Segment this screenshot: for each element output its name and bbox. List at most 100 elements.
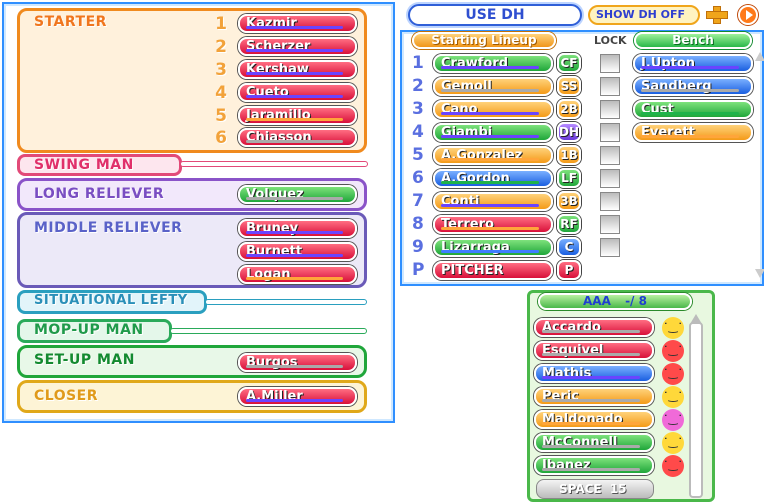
starter-player-3[interactable]: Kershaw (238, 60, 357, 79)
player-bar (542, 422, 640, 425)
lineup-num: 7 (412, 191, 424, 211)
starter-num: 1 (215, 14, 227, 34)
player-bar (641, 66, 739, 69)
space-value: 15 (609, 482, 627, 496)
starter-num: 2 (215, 37, 227, 57)
lineup-player-8[interactable]: Terrero (433, 215, 553, 234)
mop-up-man-label: MOP-UP MAN (34, 322, 144, 338)
player-bar (441, 181, 539, 184)
lineup-player-5[interactable]: A.Gonzalez (433, 146, 553, 165)
lineup-player-3[interactable]: Cano (433, 100, 553, 119)
player-bar (441, 158, 539, 161)
aaa-player-2[interactable]: Esquivel (534, 341, 654, 360)
position-badge[interactable]: 1B (557, 145, 581, 165)
aaa-count: -/ 8 (625, 294, 647, 308)
bench-player-2[interactable]: Sandberg (633, 77, 753, 96)
position-badge[interactable]: C (557, 237, 581, 257)
lock-checkbox[interactable] (600, 54, 620, 73)
arrow-right-icon[interactable] (738, 5, 758, 25)
pitcher-num: P (412, 260, 425, 280)
position-badge[interactable]: 3B (557, 191, 581, 211)
player-bar (542, 468, 640, 471)
player-bar (641, 112, 739, 115)
aaa-player-3[interactable]: Mathis (534, 364, 654, 383)
position-badge[interactable]: SS (557, 76, 581, 96)
player-bar (246, 95, 343, 98)
lock-checkbox[interactable] (600, 238, 620, 257)
player-bar (441, 204, 539, 207)
starter-player-1[interactable]: Kazmir (238, 14, 357, 33)
player-bar (542, 445, 640, 448)
player-bar (246, 365, 343, 368)
aaa-scrollbar[interactable] (689, 322, 703, 498)
use-dh-button[interactable]: USE DH (408, 4, 582, 26)
starter-num: 6 (215, 128, 227, 148)
bench-player-4[interactable]: Everett (633, 123, 753, 142)
lock-checkbox[interactable] (600, 77, 620, 96)
lock-checkbox[interactable] (600, 192, 620, 211)
starter-num: 4 (215, 83, 227, 103)
player-bar (246, 277, 343, 280)
dpad-icon (706, 6, 728, 24)
lineup-player-2[interactable]: Gemoll (433, 77, 553, 96)
space-label: SPACE (559, 482, 602, 496)
position-badge[interactable]: P (557, 260, 581, 280)
closer-player[interactable]: A.Miller (238, 387, 357, 406)
situational-lefty-label: SITUATIONAL LEFTY (34, 293, 188, 308)
middle-reliever-player-1[interactable]: Bruney (238, 219, 357, 238)
bench-scroll-down-icon[interactable] (755, 269, 764, 278)
middle-reliever-player-2[interactable]: Burnett (238, 242, 357, 261)
lock-checkbox[interactable] (600, 215, 620, 234)
lineup-player-6[interactable]: A.Gordon (433, 169, 553, 188)
lineup-num: 1 (412, 53, 424, 73)
starter-label: STARTER (34, 14, 107, 30)
starter-player-5[interactable]: Jaramillo (238, 106, 357, 125)
lock-checkbox[interactable] (600, 100, 620, 119)
lock-checkbox[interactable] (600, 146, 620, 165)
long-reliever-player[interactable]: Volquez (238, 185, 357, 204)
starter-player-6[interactable]: Chiasson (238, 128, 357, 147)
position-badge[interactable]: DH (557, 122, 581, 142)
bench-player-3[interactable]: Cust (633, 100, 753, 119)
lock-checkbox[interactable] (600, 169, 620, 188)
aaa-player-4[interactable]: Peric (534, 387, 654, 406)
aaa-player-1[interactable]: Accardo (534, 318, 654, 337)
show-dh-toggle[interactable]: SHOW DH OFF (588, 5, 700, 25)
aaa-scroll-up-icon[interactable] (690, 314, 702, 324)
lineup-player-4[interactable]: Giambi (433, 123, 553, 142)
player-bar (641, 135, 739, 138)
player-bar (246, 231, 343, 234)
lineup-player-9[interactable]: Lizarraga (433, 238, 553, 257)
middle-reliever-player-3[interactable]: Logan (238, 265, 357, 284)
player-bar (641, 89, 739, 92)
bench-header: Bench (634, 32, 752, 49)
mood-face-icon: ˙‿˙ (662, 409, 684, 431)
position-badge[interactable]: CF (557, 53, 581, 73)
bench-player-1[interactable]: J.Upton (633, 54, 753, 73)
lineup-pitcher[interactable]: PITCHER (433, 261, 553, 280)
situational-lefty-section[interactable] (17, 290, 207, 314)
aaa-player-5[interactable]: Maldonado (534, 410, 654, 429)
mood-face-icon: ˙‿˙ (662, 432, 684, 454)
aaa-player-6[interactable]: McConnell (534, 433, 654, 452)
setup-man-player[interactable]: Burgos (238, 353, 357, 372)
show-dh-label: SHOW DH OFF (596, 8, 685, 21)
starter-player-2[interactable]: Scherzer (238, 37, 357, 56)
position-badge[interactable]: LF (557, 168, 581, 188)
lineup-num: 2 (412, 76, 424, 96)
lineup-player-1[interactable]: Crawford (433, 54, 553, 73)
starter-player-4[interactable]: Cueto (238, 83, 357, 102)
position-badge[interactable]: RF (557, 214, 581, 234)
situational-lefty-slot (205, 299, 367, 305)
lineup-num: 8 (412, 214, 424, 234)
bench-scroll-up-icon[interactable] (755, 52, 764, 61)
aaa-player-7[interactable]: Ibanez (534, 456, 654, 475)
lineup-player-7[interactable]: Conti (433, 192, 553, 211)
lineup-num: 9 (412, 237, 424, 257)
position-badge[interactable]: 2B (557, 99, 581, 119)
lock-label: LOCK (594, 34, 627, 47)
player-bar (441, 227, 539, 230)
lock-checkbox[interactable] (600, 123, 620, 142)
swing-man-label: SWING MAN (34, 157, 134, 173)
